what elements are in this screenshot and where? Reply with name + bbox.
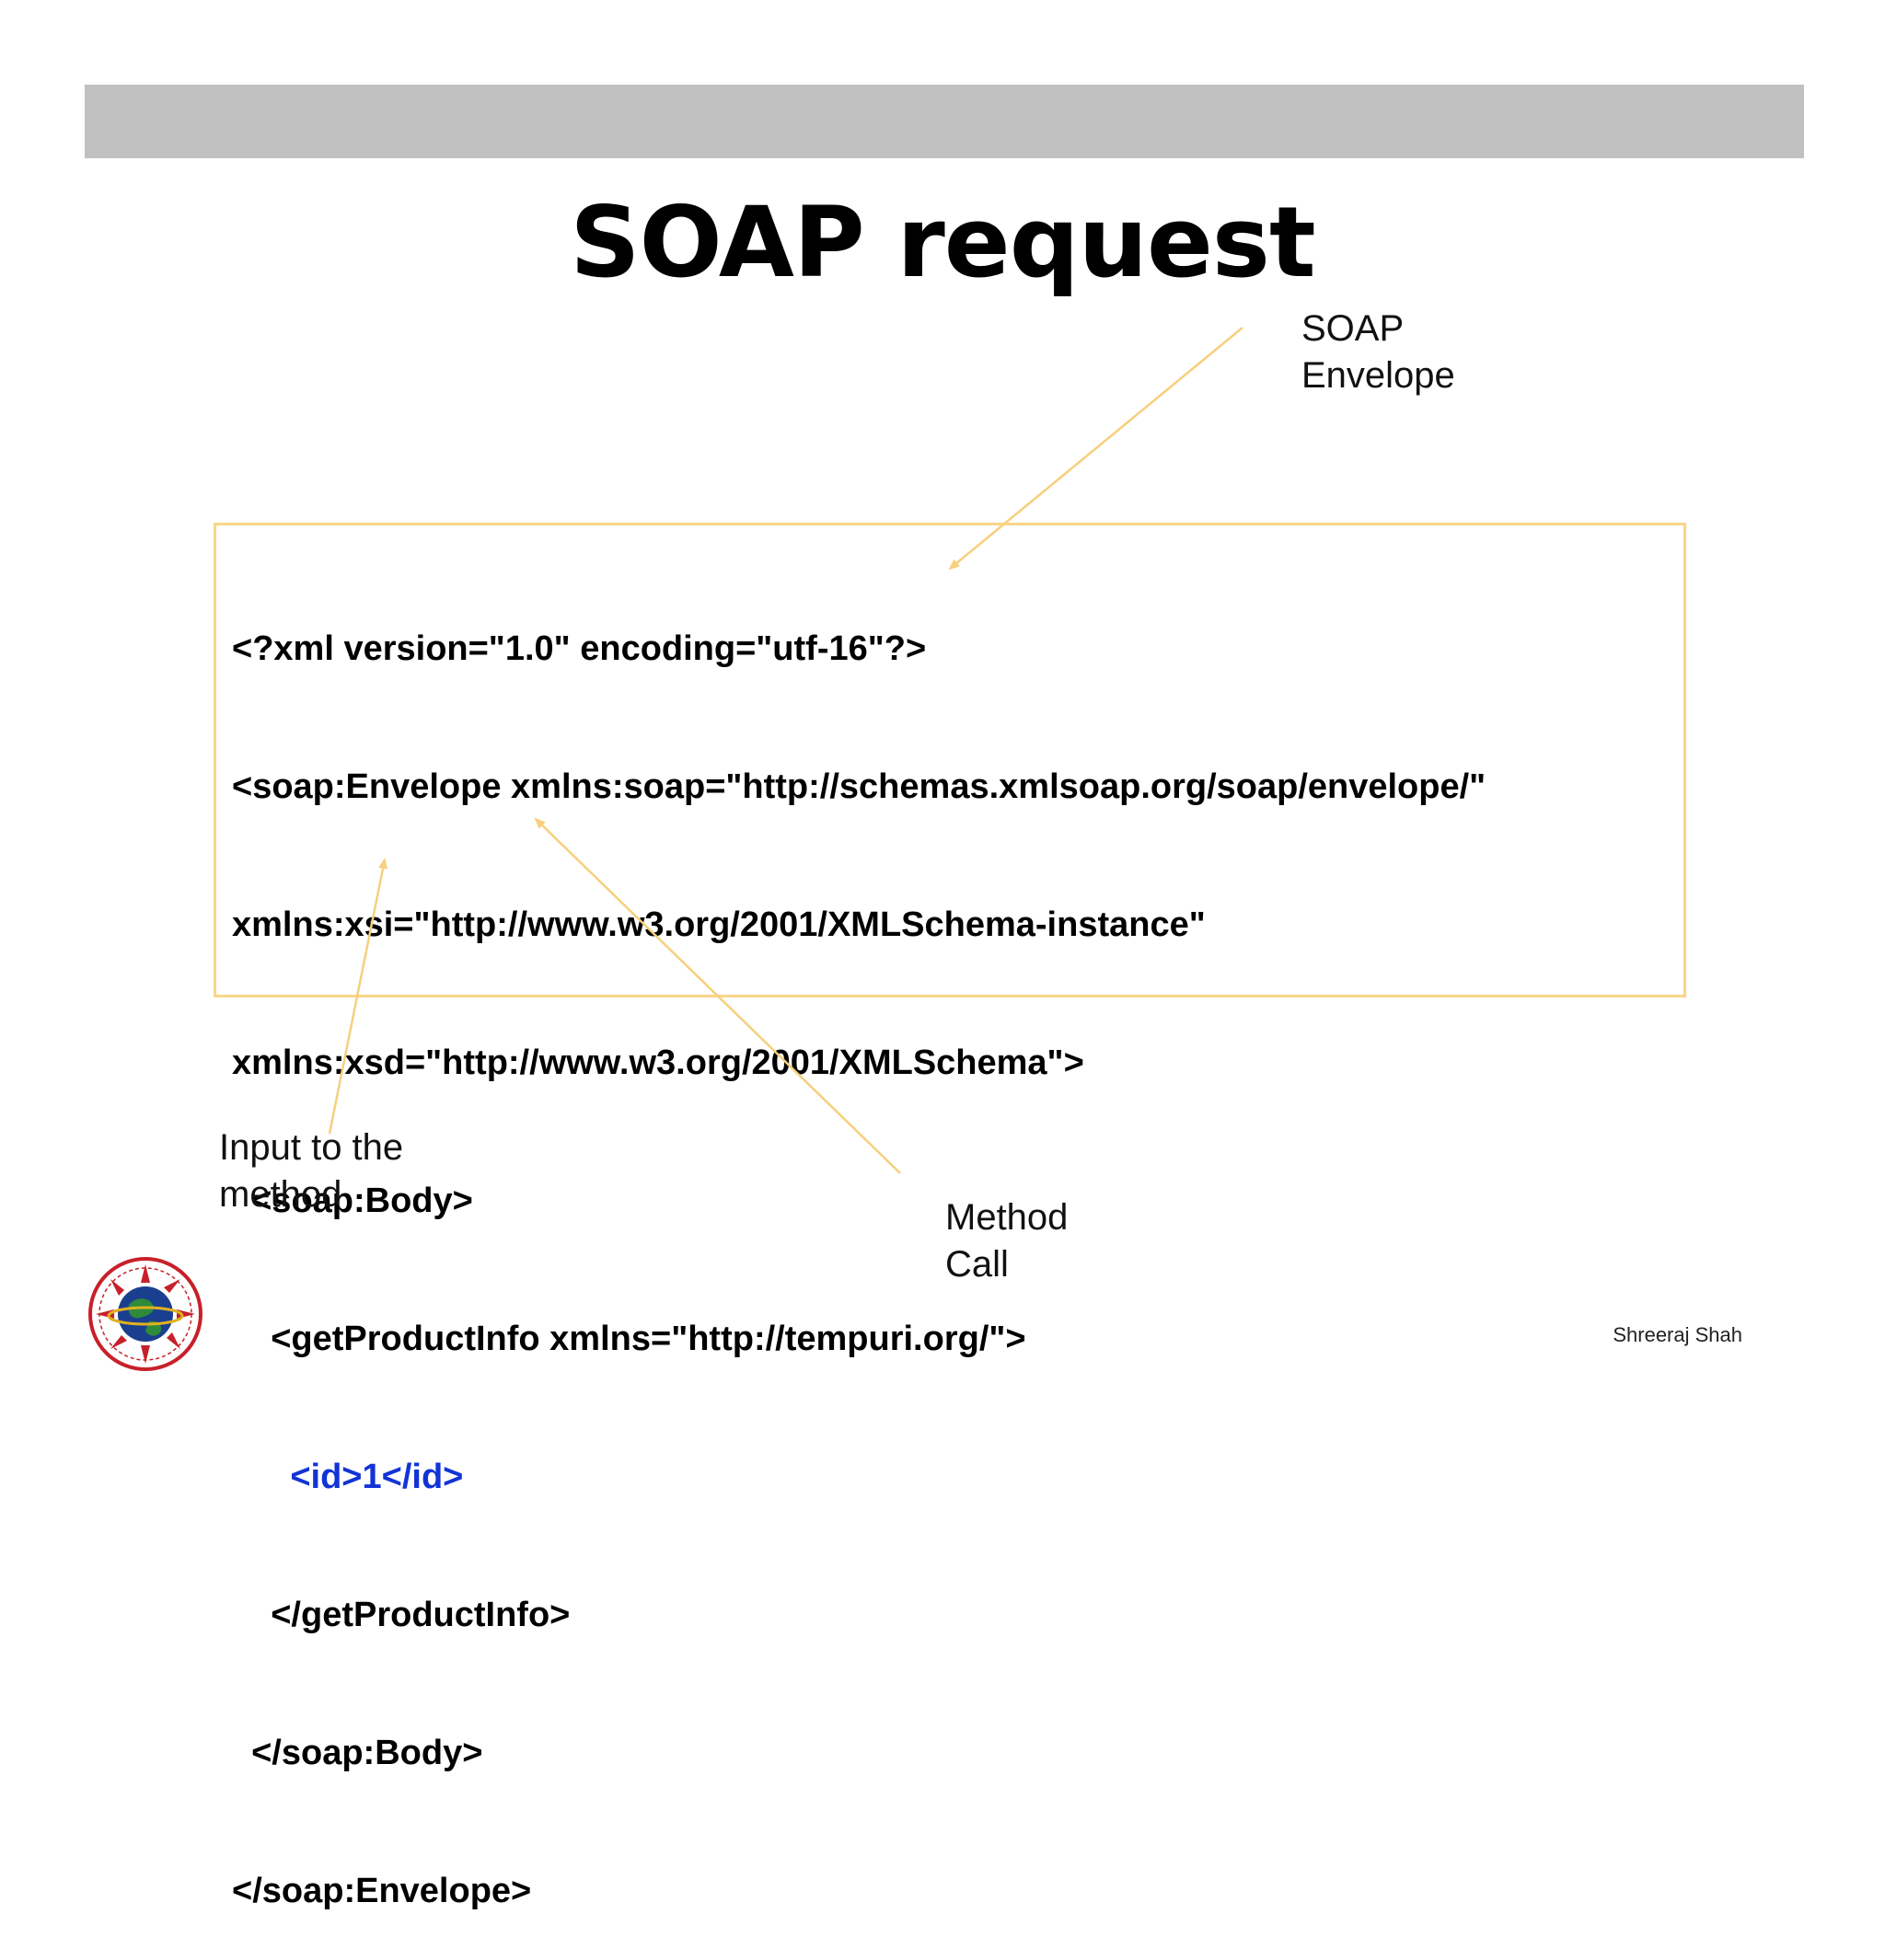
- callout-line: Method: [945, 1197, 1069, 1238]
- author-name: Shreeraj Shah: [1613, 1323, 1742, 1346]
- callout-method-call: Method Call: [945, 1194, 1068, 1288]
- code-line-input-id: <id>1</id>: [232, 1458, 464, 1496]
- conference-logo-icon: [88, 1257, 202, 1371]
- callout-input-to-method: Input to the method: [219, 1124, 403, 1218]
- code-line: <?xml version="1.0" encoding="utf-16"?>: [232, 629, 927, 668]
- slide-title: SOAP request: [570, 186, 1315, 299]
- code-line: </soap:Body>: [232, 1734, 483, 1772]
- callout-soap-envelope: SOAP Envelope: [1301, 306, 1455, 399]
- code-line: <getProductInfo xmlns="http://tempuri.or…: [232, 1320, 1026, 1358]
- soap-request-code: <?xml version="1.0" encoding="utf-16"?> …: [232, 534, 1486, 1960]
- code-line: <soap:Body>: [232, 1182, 473, 1220]
- code-line: xmlns:xsd="http://www.w3.org/2001/XMLSch…: [232, 1043, 1084, 1082]
- code-line: </soap:Envelope>: [232, 1872, 532, 1910]
- callout-line: method: [219, 1174, 342, 1215]
- header-bar: [85, 85, 1804, 158]
- callout-line: Input to the: [219, 1127, 404, 1168]
- callout-line: Call: [945, 1244, 1009, 1285]
- code-line: </getProductInfo>: [232, 1596, 571, 1634]
- callout-line: Envelope: [1301, 355, 1455, 396]
- callout-line: SOAP: [1301, 308, 1405, 349]
- code-line: xmlns:xsi="http://www.w3.org/2001/XMLSch…: [232, 905, 1206, 944]
- code-line: <soap:Envelope xmlns:soap="http://schema…: [232, 767, 1486, 806]
